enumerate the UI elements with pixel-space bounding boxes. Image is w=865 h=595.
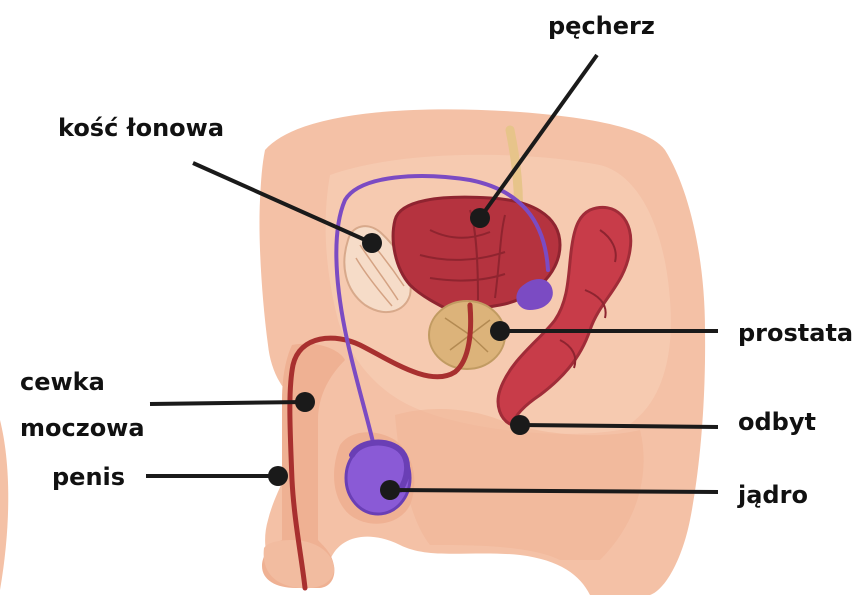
label-prostate: prostata	[738, 319, 853, 347]
left-edge-skin	[0, 420, 8, 590]
label-anus: odbyt	[738, 408, 816, 436]
dot-testis	[380, 480, 400, 500]
dot-anus	[510, 415, 530, 435]
dot-prostate	[490, 321, 510, 341]
dot-bladder	[470, 208, 490, 228]
dot-urethra	[295, 392, 315, 412]
label-urethra-line1: cewka	[20, 368, 105, 396]
dot-pubic-bone	[362, 233, 382, 253]
label-urethra-line2: moczowa	[20, 414, 145, 442]
leader-line-testis	[390, 490, 718, 492]
dot-penis	[268, 466, 288, 486]
leader-line-urethra	[150, 402, 305, 404]
label-penis: penis	[52, 463, 125, 491]
label-bladder: pęcherz	[548, 12, 655, 40]
label-testis: jądro	[738, 481, 808, 509]
leader-line-anus	[520, 425, 718, 427]
label-pubic-bone: kość łonowa	[58, 114, 224, 142]
